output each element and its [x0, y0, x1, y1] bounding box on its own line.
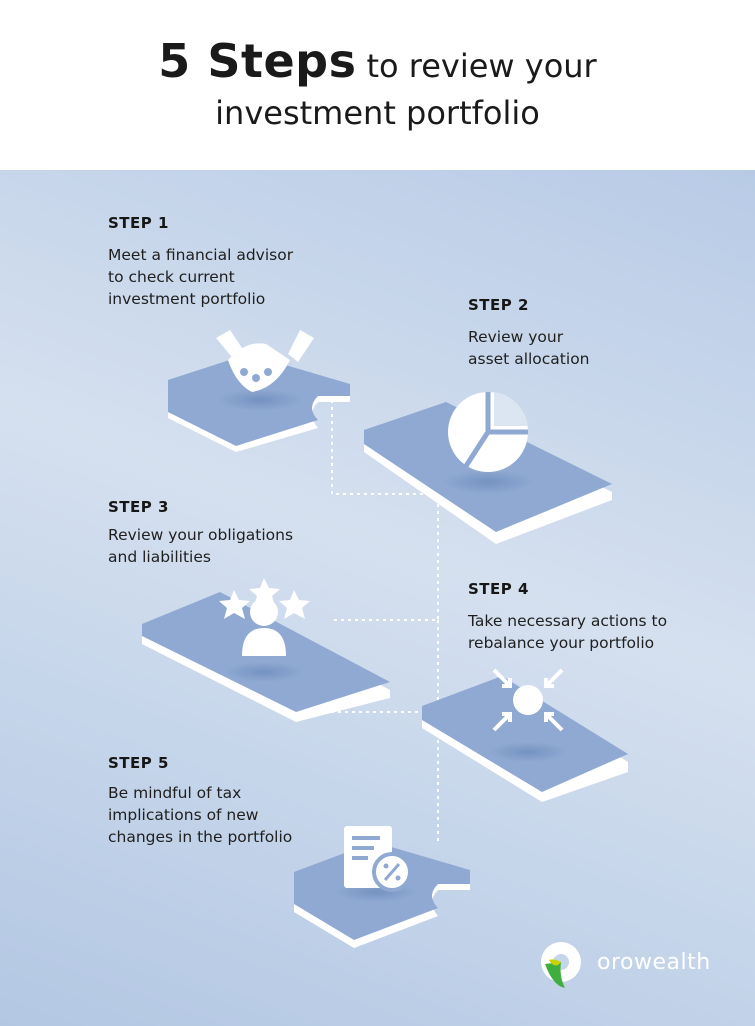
tile-step-1 [168, 354, 350, 452]
step-5-line: implications of new [108, 806, 259, 824]
title-rest: to review your [366, 47, 597, 85]
tile-step-5 [294, 842, 470, 948]
title-line-2: investment portfolio [215, 94, 540, 132]
step-2-text: Review your asset allocation [468, 326, 590, 370]
step-5-line: Be mindful of tax [108, 784, 242, 802]
tile-step-4 [422, 676, 628, 802]
step-4-label: STEP 4 [468, 580, 529, 598]
step-1-line: investment portfolio [108, 290, 266, 308]
steps-panel: STEP 1 Meet a financial advisor to check… [0, 170, 755, 1026]
step-3-line: and liabilities [108, 548, 211, 566]
step-2-line: Review your [468, 328, 564, 346]
step-1-line: to check current [108, 268, 235, 286]
brand-name: orowealth [597, 950, 711, 975]
step-5-text: Be mindful of tax implications of new ch… [108, 782, 292, 848]
step-3-line: Review your obligations [108, 526, 294, 544]
step-3-label: STEP 3 [108, 498, 169, 516]
converge-arrows-icon [492, 668, 564, 732]
handshake-icon [216, 330, 314, 392]
orowealth-logo-icon [541, 942, 581, 988]
step-4-line: Take necessary actions to [468, 612, 668, 630]
step-4-line: rebalance your portfolio [468, 634, 655, 652]
tax-document-icon [344, 826, 412, 892]
title-bold: 5 Steps [158, 34, 357, 88]
step-3-text: Review your obligations and liabilities [108, 524, 293, 568]
steps-illustration [142, 330, 628, 948]
step-1-line: Meet a financial advisor [108, 246, 294, 264]
step-4-text: Take necessary actions to rebalance your… [468, 610, 667, 654]
step-5-line: changes in the portfolio [108, 828, 293, 846]
step-1-text: Meet a financial advisor to check curren… [108, 244, 293, 310]
pie-chart-icon [448, 392, 528, 472]
person-stars-icon [219, 578, 310, 656]
step-5-label: STEP 5 [108, 754, 169, 772]
step-1-label: STEP 1 [108, 214, 169, 232]
step-2-label: STEP 2 [468, 296, 529, 314]
brand-logo: orowealth [535, 940, 725, 990]
step-2-line: asset allocation [468, 350, 590, 368]
